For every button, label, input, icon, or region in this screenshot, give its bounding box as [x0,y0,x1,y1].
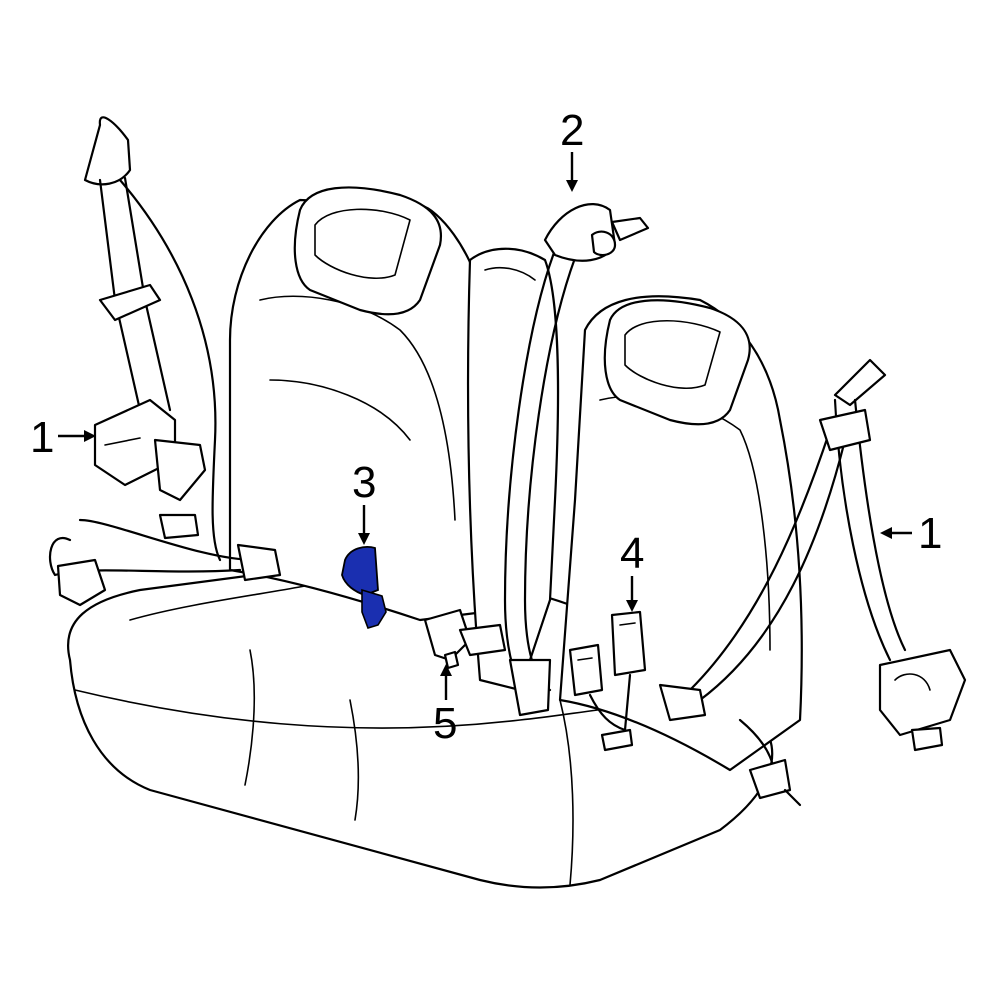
right-seat-belt-assembly [658,358,967,807]
callout-label: 5 [433,699,457,748]
callout-3: 3 [352,458,376,545]
callout-label: 3 [352,458,376,507]
center-seat-back [466,247,560,692]
callout-1-right: 1 [880,509,942,558]
callout-1-left: 1 [30,413,96,462]
center-belt-assembly [503,203,650,717]
callout-label: 1 [30,413,54,462]
callout-5: 5 [433,664,457,748]
left-seat-belt-assembly [48,116,282,607]
left-headrest [293,186,443,316]
center-buckle-highlighted [341,546,387,629]
right-buckles [568,610,647,752]
callout-label: 2 [560,106,584,155]
right-headrest [603,299,751,426]
callout-4: 4 [620,529,644,612]
lap-belt-anchor [423,608,507,670]
callout-2: 2 [560,106,584,192]
callout-label: 1 [918,509,942,558]
callout-label: 4 [620,529,644,578]
